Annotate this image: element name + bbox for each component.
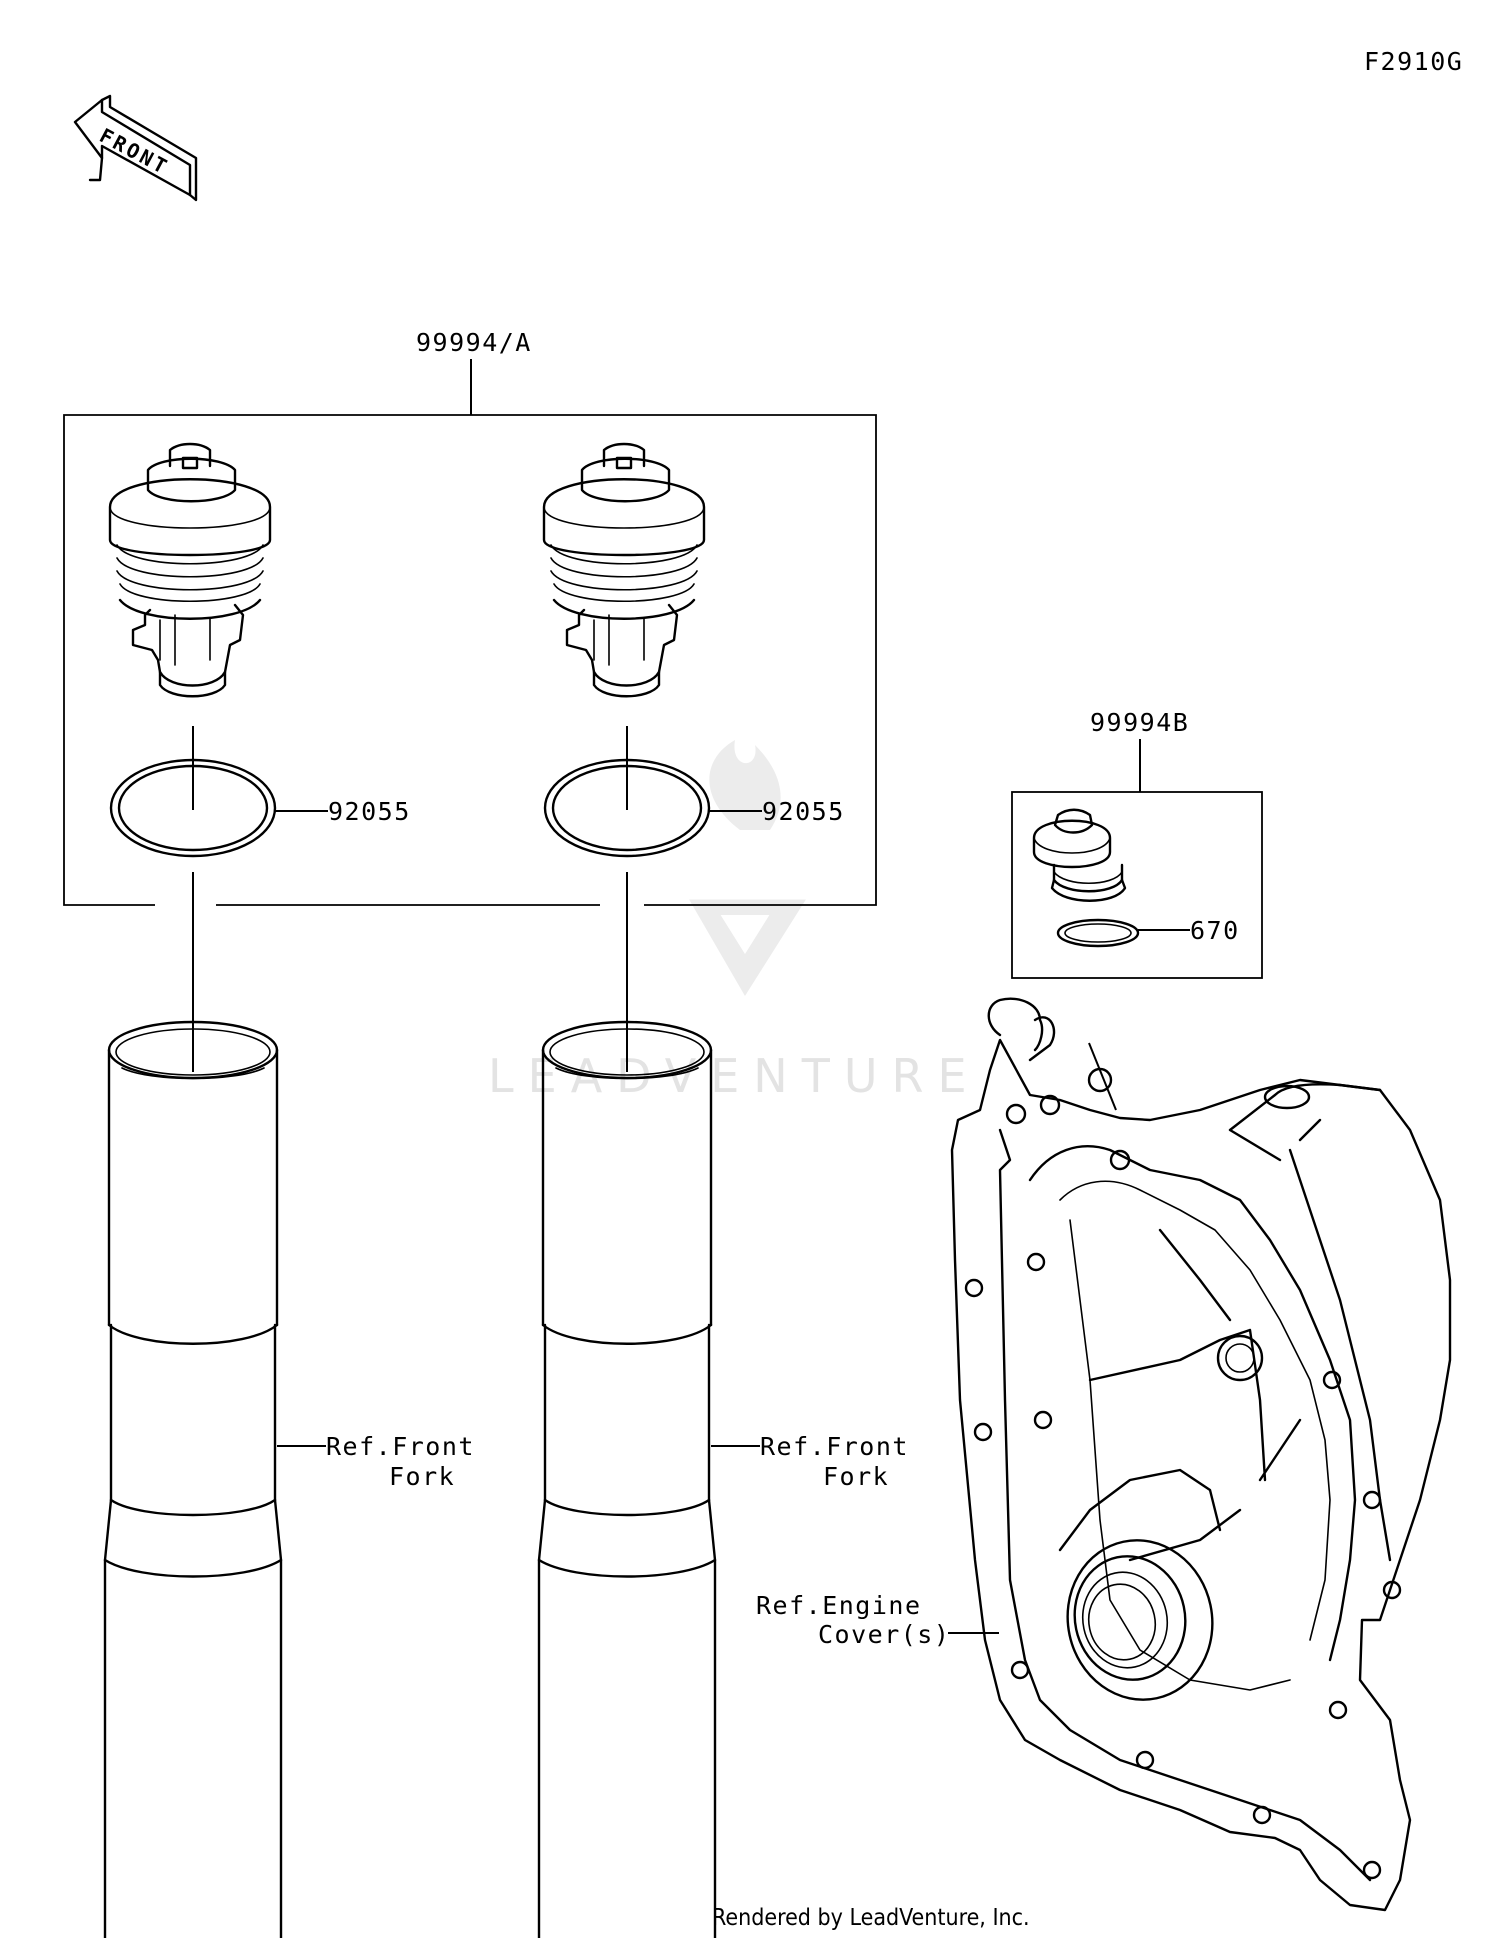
engine-cover — [950, 997, 1452, 1912]
fork-tube-left — [103, 1020, 283, 1938]
o-ring-right — [543, 758, 711, 858]
ref-engine-cover-line2: Cover(s) — [818, 1620, 950, 1649]
fork-cap-right — [542, 442, 706, 698]
kit-a-box — [63, 414, 877, 906]
kit-a-part-number[interactable]: 99994/A — [416, 328, 532, 357]
ref-front-fork-right-line1: Ref.Front — [760, 1432, 909, 1461]
o-ring-right-part-number[interactable]: 92055 — [762, 797, 845, 826]
watermark-text: LEADVENTURE — [488, 1049, 981, 1103]
kit-b-part-number[interactable]: 99994B — [1090, 708, 1189, 737]
drain-plug — [1032, 808, 1127, 902]
kit-b-box — [1011, 791, 1263, 979]
ref-front-fork-right-label: Ref.Front Fork — [760, 1432, 909, 1491]
ref-front-fork-left-label: Ref.Front Fork — [326, 1432, 475, 1491]
ref-engine-cover-line1: Ref.Engine — [756, 1591, 922, 1620]
rendered-by-credit: Rendered by LeadVenture, Inc. — [712, 1905, 1030, 1931]
assembly-center-lines — [192, 726, 1117, 1111]
kit-b-group: 99994B 670 — [1011, 708, 1263, 979]
gasket-part-number[interactable]: 670 — [1190, 916, 1240, 945]
fork-tube-right — [537, 1020, 717, 1938]
ref-engine-cover-label: Ref.Engine Cover(s) — [756, 1591, 950, 1649]
figure-code: F2910G — [1364, 47, 1463, 76]
ref-front-fork-left-line1: Ref.Front — [326, 1432, 475, 1461]
o-ring-left — [109, 758, 277, 858]
ref-front-fork-left-line2: Fork — [389, 1462, 455, 1491]
fork-cap-left — [108, 442, 272, 698]
watermark: LEADVENTURE — [488, 740, 981, 1103]
ref-front-fork-right-line2: Fork — [823, 1462, 889, 1491]
gasket-670 — [1056, 918, 1140, 948]
kit-a-group: 99994/A — [63, 328, 877, 906]
o-ring-left-part-number[interactable]: 92055 — [328, 797, 411, 826]
front-direction-arrow: FRONT — [73, 94, 198, 202]
